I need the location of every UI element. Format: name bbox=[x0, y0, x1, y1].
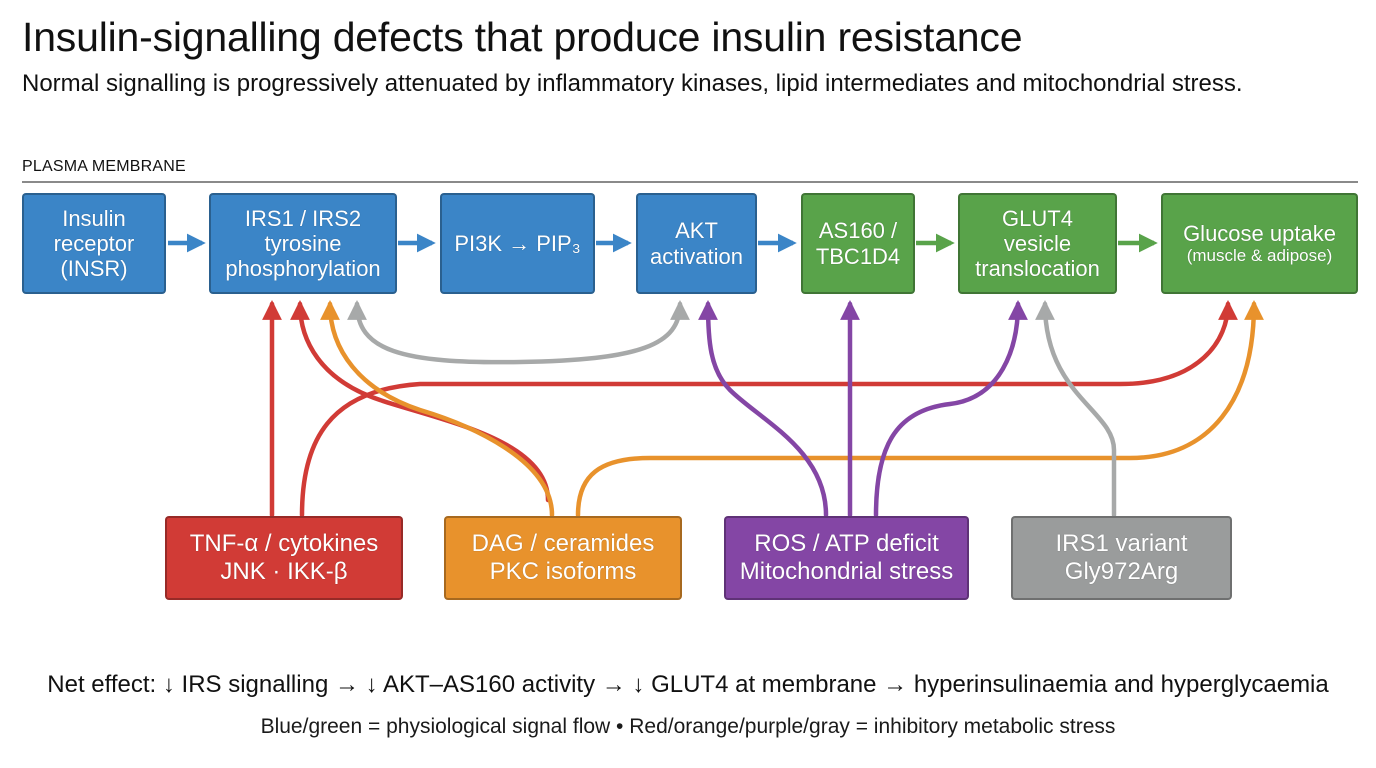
node-pi3k-line-1: PI3K → PIP₃ bbox=[454, 230, 581, 256]
node-insulin-receptor-line-1: Insulin bbox=[62, 205, 126, 231]
node-as160-tbc1d4: AS160 / TBC1D4 bbox=[801, 193, 915, 294]
node-akt-activation: AKT activation bbox=[636, 193, 757, 294]
stressor-tnf-line-1: TNF-α / cytokines bbox=[189, 530, 379, 558]
node-akt-line-2: activation bbox=[650, 243, 743, 269]
node-irs-line-3: phosphorylation bbox=[225, 256, 381, 282]
node-insulin-receptor-line-3: (INSR) bbox=[60, 256, 128, 282]
node-irs-line-2: tyrosine bbox=[264, 230, 342, 256]
arrow-gray-variant-glut4 bbox=[1035, 300, 1117, 518]
arrow-gray-irs-akt-loop bbox=[347, 300, 690, 365]
arrow-orange-dag-irs bbox=[320, 300, 555, 518]
node-insulin-receptor-line-2: receptor bbox=[53, 230, 135, 256]
node-glut4-line-3: translocation bbox=[975, 256, 1100, 282]
node-as160-line-1: AS160 / bbox=[818, 218, 898, 244]
arrow-red-tnf-irs-curve bbox=[290, 300, 551, 503]
node-akt-line-1: AKT bbox=[675, 218, 718, 244]
node-glut4-line-1: GLUT4 bbox=[1002, 205, 1073, 231]
stressor-tnf-line-2: JNK · IKK-β bbox=[220, 558, 348, 585]
diagram-subtitle: Normal signalling is progressively atten… bbox=[22, 70, 1243, 97]
diagram-title: Insulin-signalling defects that produce … bbox=[22, 14, 1023, 60]
node-irs-phosphorylation: IRS1 / IRS2 tyrosine phosphorylation bbox=[209, 193, 397, 294]
stressor-dag-line-2: PKC isoforms bbox=[489, 558, 637, 585]
arrow-purple-ros-akt bbox=[698, 300, 829, 518]
stressor-ros-mitochondrial: ROS / ATP deficit Mitochondrial stress bbox=[724, 516, 969, 600]
node-glut4-line-2: vesicle bbox=[1003, 230, 1072, 256]
arrow-red-tnf-glucose bbox=[299, 300, 1238, 518]
node-irs-line-1: IRS1 / IRS2 bbox=[244, 205, 362, 231]
arrow-orange-dag-glucose bbox=[575, 300, 1264, 518]
stressor-ros-line-1: ROS / ATP deficit bbox=[754, 530, 939, 558]
color-legend-note: Blue/green = physiological signal flow •… bbox=[260, 715, 1116, 738]
stressor-irs1-line-1: IRS1 variant bbox=[1055, 530, 1188, 558]
node-pi3k-pip3: PI3K → PIP₃ bbox=[440, 193, 595, 294]
stressor-irs1-line-2: Gly972Arg bbox=[1064, 558, 1179, 585]
stressor-irs1-variant: IRS1 variant Gly972Arg bbox=[1011, 516, 1232, 600]
net-effect-summary: Net effect: ↓ IRS signalling → ↓ AKT–AS1… bbox=[47, 671, 1329, 698]
node-glucose-uptake: Glucose uptake (muscle & adipose) bbox=[1161, 193, 1358, 294]
stressor-ros-line-2: Mitochondrial stress bbox=[739, 558, 954, 585]
node-glucose-line-1: Glucose uptake bbox=[1183, 221, 1336, 247]
plasma-membrane-label: PLASMA MEMBRANE bbox=[22, 158, 186, 175]
plasma-membrane-line bbox=[22, 181, 1358, 183]
node-glucose-line-2: (muscle & adipose) bbox=[1186, 246, 1333, 266]
arrow-purple-ros-glut4 bbox=[873, 300, 1028, 518]
stressor-tnf-cytokines: TNF-α / cytokines JNK · IKK-β bbox=[165, 516, 403, 600]
stressor-dag-line-1: DAG / ceramides bbox=[471, 530, 655, 558]
node-insulin-receptor: Insulin receptor (INSR) bbox=[22, 193, 166, 294]
node-as160-line-2: TBC1D4 bbox=[815, 243, 901, 269]
node-glut4-translocation: GLUT4 vesicle translocation bbox=[958, 193, 1117, 294]
stressor-dag-ceramides: DAG / ceramides PKC isoforms bbox=[444, 516, 682, 600]
